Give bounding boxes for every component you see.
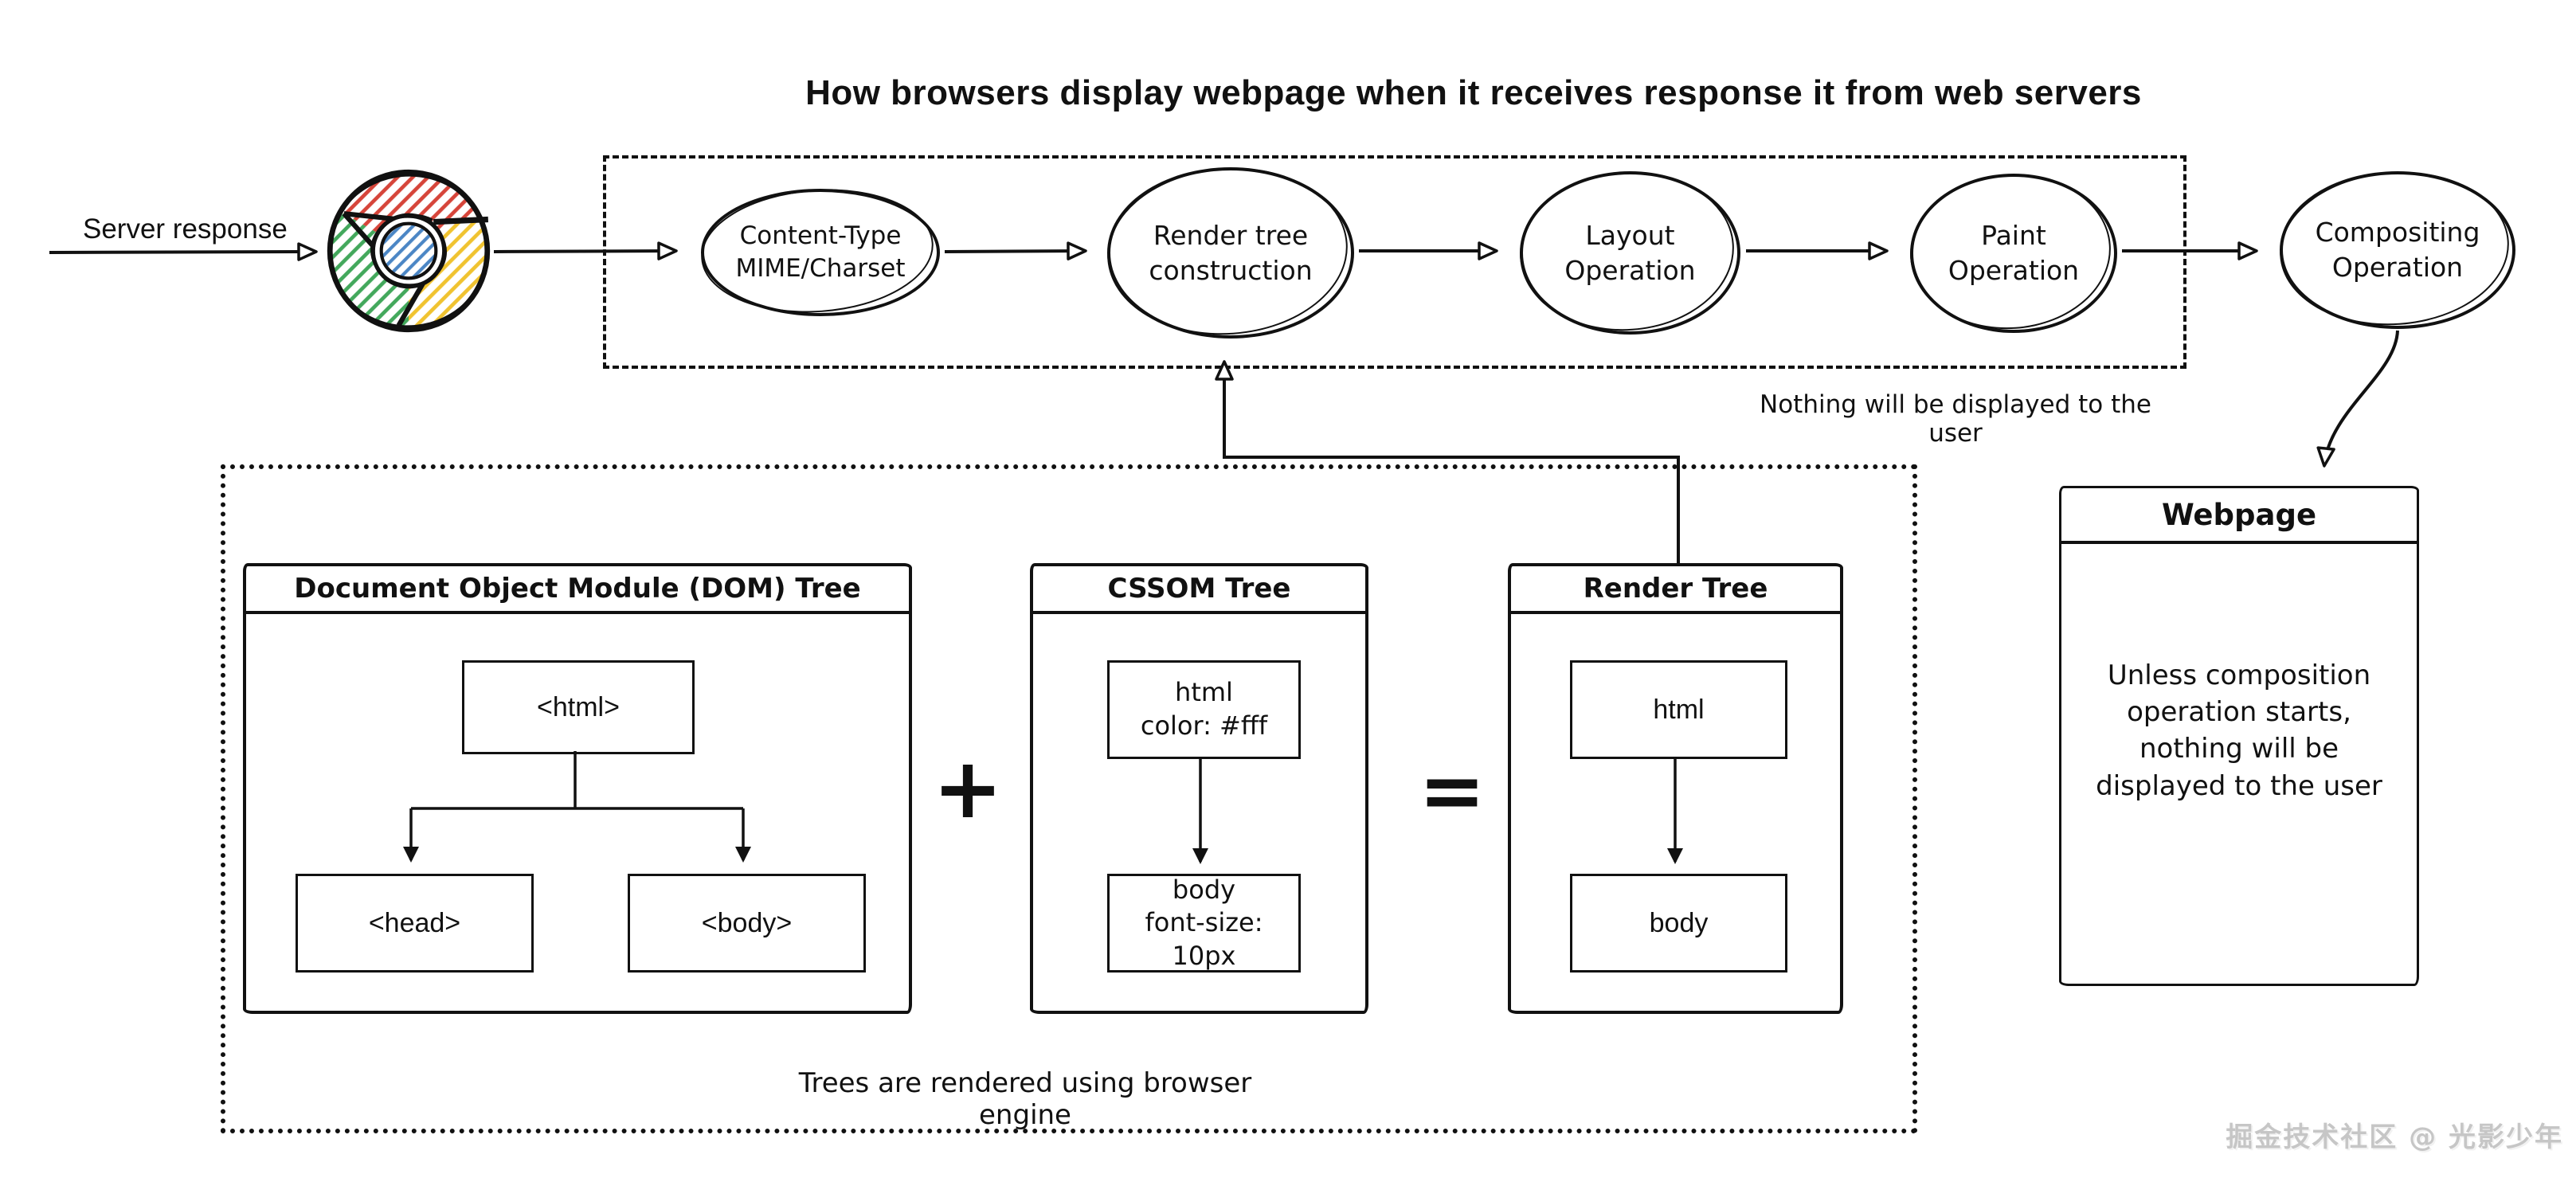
cssom-node-line: body [1172, 874, 1236, 905]
cssom-node-line: color: #fff [1140, 710, 1268, 741]
pipeline-note: Nothing will be displayed to the user [1760, 390, 2151, 448]
stage-label-line: Paint [1981, 220, 2046, 252]
dom-tree-panel: Document Object Module (DOM) Tree <html>… [243, 563, 912, 1014]
plus-sign: + [933, 740, 1003, 837]
dom-tree-panel-title: Document Object Module (DOM) Tree [246, 566, 909, 614]
arrow-compositing-to-webpage [2316, 330, 2399, 468]
stage-label-line: MIME/Charset [735, 254, 906, 283]
stage-label-line: Operation [1564, 254, 1696, 286]
dom-node-html: <html> [462, 660, 695, 754]
webpage-message-line: operation starts, [2127, 696, 2351, 729]
cssom-tree-panel: CSSOM Tree html color: #fff body font-si… [1030, 563, 1368, 1014]
cssom-node-line: font-size: 10px [1145, 907, 1263, 971]
render-tree-panel-title: Render Tree [1511, 566, 1840, 614]
webpage-message-line: displayed to the user [2096, 769, 2382, 802]
webpage-panel: Webpage Unless composition operation sta… [2059, 486, 2419, 986]
trees-caption: Trees are rendered using browser engine [798, 1067, 1252, 1131]
watermark: 掘金技术社区 @ 光影少年 [2226, 1121, 2563, 1153]
chrome-browser-icon [327, 169, 491, 333]
stage-ellipse-render-tree-construction: Render tree construction [1107, 167, 1354, 339]
stage-ellipse-layout-operation: Layout Operation [1520, 171, 1740, 335]
webpage-message-line: nothing will be [2139, 733, 2339, 765]
stage-ellipse-paint-operation: Paint Operation [1910, 174, 2117, 333]
dom-node-head: <head> [296, 874, 534, 973]
stage-label-line: Layout [1585, 219, 1675, 251]
server-response-label: Server response [83, 213, 288, 245]
trees-boundary-box [221, 464, 1917, 1133]
cssom-node-body: body font-size: 10px [1107, 874, 1301, 973]
stage-ellipse-compositing-operation: Compositing Operation [2280, 171, 2515, 329]
render-node-body: body [1570, 874, 1787, 973]
equals-sign: = [1419, 743, 1486, 837]
webpage-message-line: Unless composition [2107, 659, 2371, 691]
cssom-node-html: html color: #fff [1107, 660, 1301, 759]
stage-ellipse-content-type: Content-Type MIME/Charset [701, 189, 940, 316]
stage-label-line: construction [1149, 254, 1313, 286]
dom-node-body: <body> [628, 874, 866, 973]
stage-label-line: Render tree [1153, 219, 1309, 251]
cssom-node-line: html [1175, 677, 1233, 708]
render-tree-panel: Render Tree html body [1508, 563, 1843, 1014]
webpage-panel-title: Webpage [2061, 488, 2417, 544]
page-title: How browsers display webpage when it rec… [805, 73, 2142, 112]
render-node-html: html [1570, 660, 1787, 759]
stage-label-line: Content-Type [739, 221, 902, 251]
stage-label-line: Operation [2331, 252, 2464, 283]
cssom-tree-panel-title: CSSOM Tree [1033, 566, 1365, 614]
webpage-message: Unless composition operation starts, not… [2061, 657, 2417, 804]
stage-label-line: Compositing [2315, 217, 2480, 249]
stage-label-line: Operation [1948, 255, 2080, 286]
